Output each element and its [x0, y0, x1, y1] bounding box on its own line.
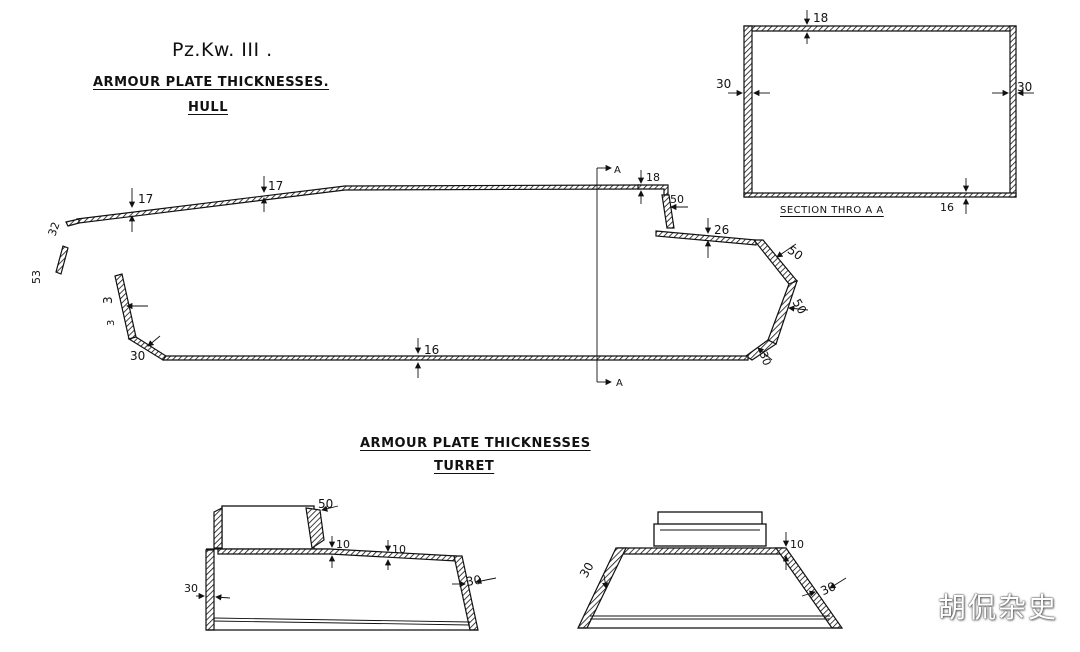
- hull-nose-label: 32: [46, 220, 63, 238]
- turret-front-view: 10 30 30: [577, 511, 847, 629]
- hull-rear-bottom-label: 30: [757, 350, 774, 368]
- turret-rear-plate: [453, 555, 479, 631]
- hull-rear-slope-label-1: 50: [785, 243, 806, 263]
- turret-mantlet-label: 50: [318, 497, 333, 511]
- turret-mantlet-left: [213, 507, 223, 549]
- hull-roof-label-1: 17: [138, 192, 153, 206]
- hull-roof-plate: [76, 184, 641, 224]
- hull-rear-top-plate: [637, 184, 669, 196]
- section-bottom-label: 16: [940, 201, 954, 214]
- hull-subheading: HULL: [188, 100, 229, 115]
- turret-hatch-ring-bottom: [653, 523, 767, 547]
- section-marker-top: A: [614, 165, 621, 176]
- turret2-roof-label: 10: [790, 538, 804, 551]
- hull-profile: A A 32 53 17 17 18 50 26 50 50 30 3 3 30…: [30, 164, 810, 389]
- hull-rear-upper-label: 50: [670, 193, 684, 206]
- section-aa: 18 30 30 16: [716, 10, 1034, 214]
- hull-rear-upper-plate: [661, 194, 675, 229]
- turret-roof-label-2: 10: [392, 543, 406, 556]
- hull-rear-deck-plate: [655, 230, 757, 246]
- hull-front-low-label: 53: [30, 270, 43, 284]
- hull-front-plate: [114, 273, 137, 340]
- hull-roof-label-2: 17: [268, 179, 283, 193]
- hull-front-bottom-label: 30: [130, 349, 145, 363]
- hull-rear-slope-label-2: 50: [790, 296, 810, 316]
- turret2-roof-plate: [615, 547, 787, 555]
- hull-heading: ARMOUR PLATE THICKNESSES.: [93, 75, 330, 90]
- section-top-label: 18: [813, 11, 828, 25]
- hull-front-lower-plate: [55, 245, 69, 275]
- hull-front-bottom-plate: [127, 336, 167, 361]
- watermark-text: 胡侃杂史: [937, 591, 1058, 624]
- turret-mantlet-right: [305, 507, 325, 550]
- hull-rear-slope-lower: [767, 279, 798, 345]
- section-bottom-plate: [743, 192, 1017, 198]
- turret2-left-label: 30: [577, 560, 597, 580]
- hull-rear-top-label: 18: [646, 171, 660, 184]
- section-caption: SECTION THRO A A: [780, 205, 884, 216]
- turret-front-label: 30: [184, 582, 198, 595]
- turret-front-plate: [205, 549, 215, 631]
- turret2-right-label: 30: [818, 579, 838, 598]
- turret-cupola: [221, 505, 315, 551]
- hull-nose-plate: [65, 218, 80, 227]
- hull-front-plate-label-b: 3: [106, 320, 117, 326]
- turret-heading: ARMOUR PLATE THICKNESSES: [360, 436, 591, 451]
- hull-floor-label: 16: [424, 343, 439, 357]
- turret-roof-label-1: 10: [336, 538, 350, 551]
- section-left-label: 30: [716, 77, 731, 91]
- section-left-plate: [743, 25, 753, 198]
- section-right-label: 30: [1017, 80, 1032, 94]
- hull-rear-deck-label: 26: [714, 223, 729, 237]
- turret-rear-label: 30: [465, 573, 482, 589]
- hull-front-plate-label: 3: [101, 296, 115, 304]
- turret-subheading: TURRET: [434, 459, 495, 474]
- model-title: Pz.Kw. III .: [172, 39, 273, 61]
- turret-side-view: 50 10 10 30 30: [184, 497, 497, 631]
- section-marker-bottom: A: [616, 378, 623, 389]
- section-top-plate: [743, 25, 1017, 32]
- section-right-plate: [1009, 25, 1017, 198]
- hull-floor-plate: [162, 355, 749, 361]
